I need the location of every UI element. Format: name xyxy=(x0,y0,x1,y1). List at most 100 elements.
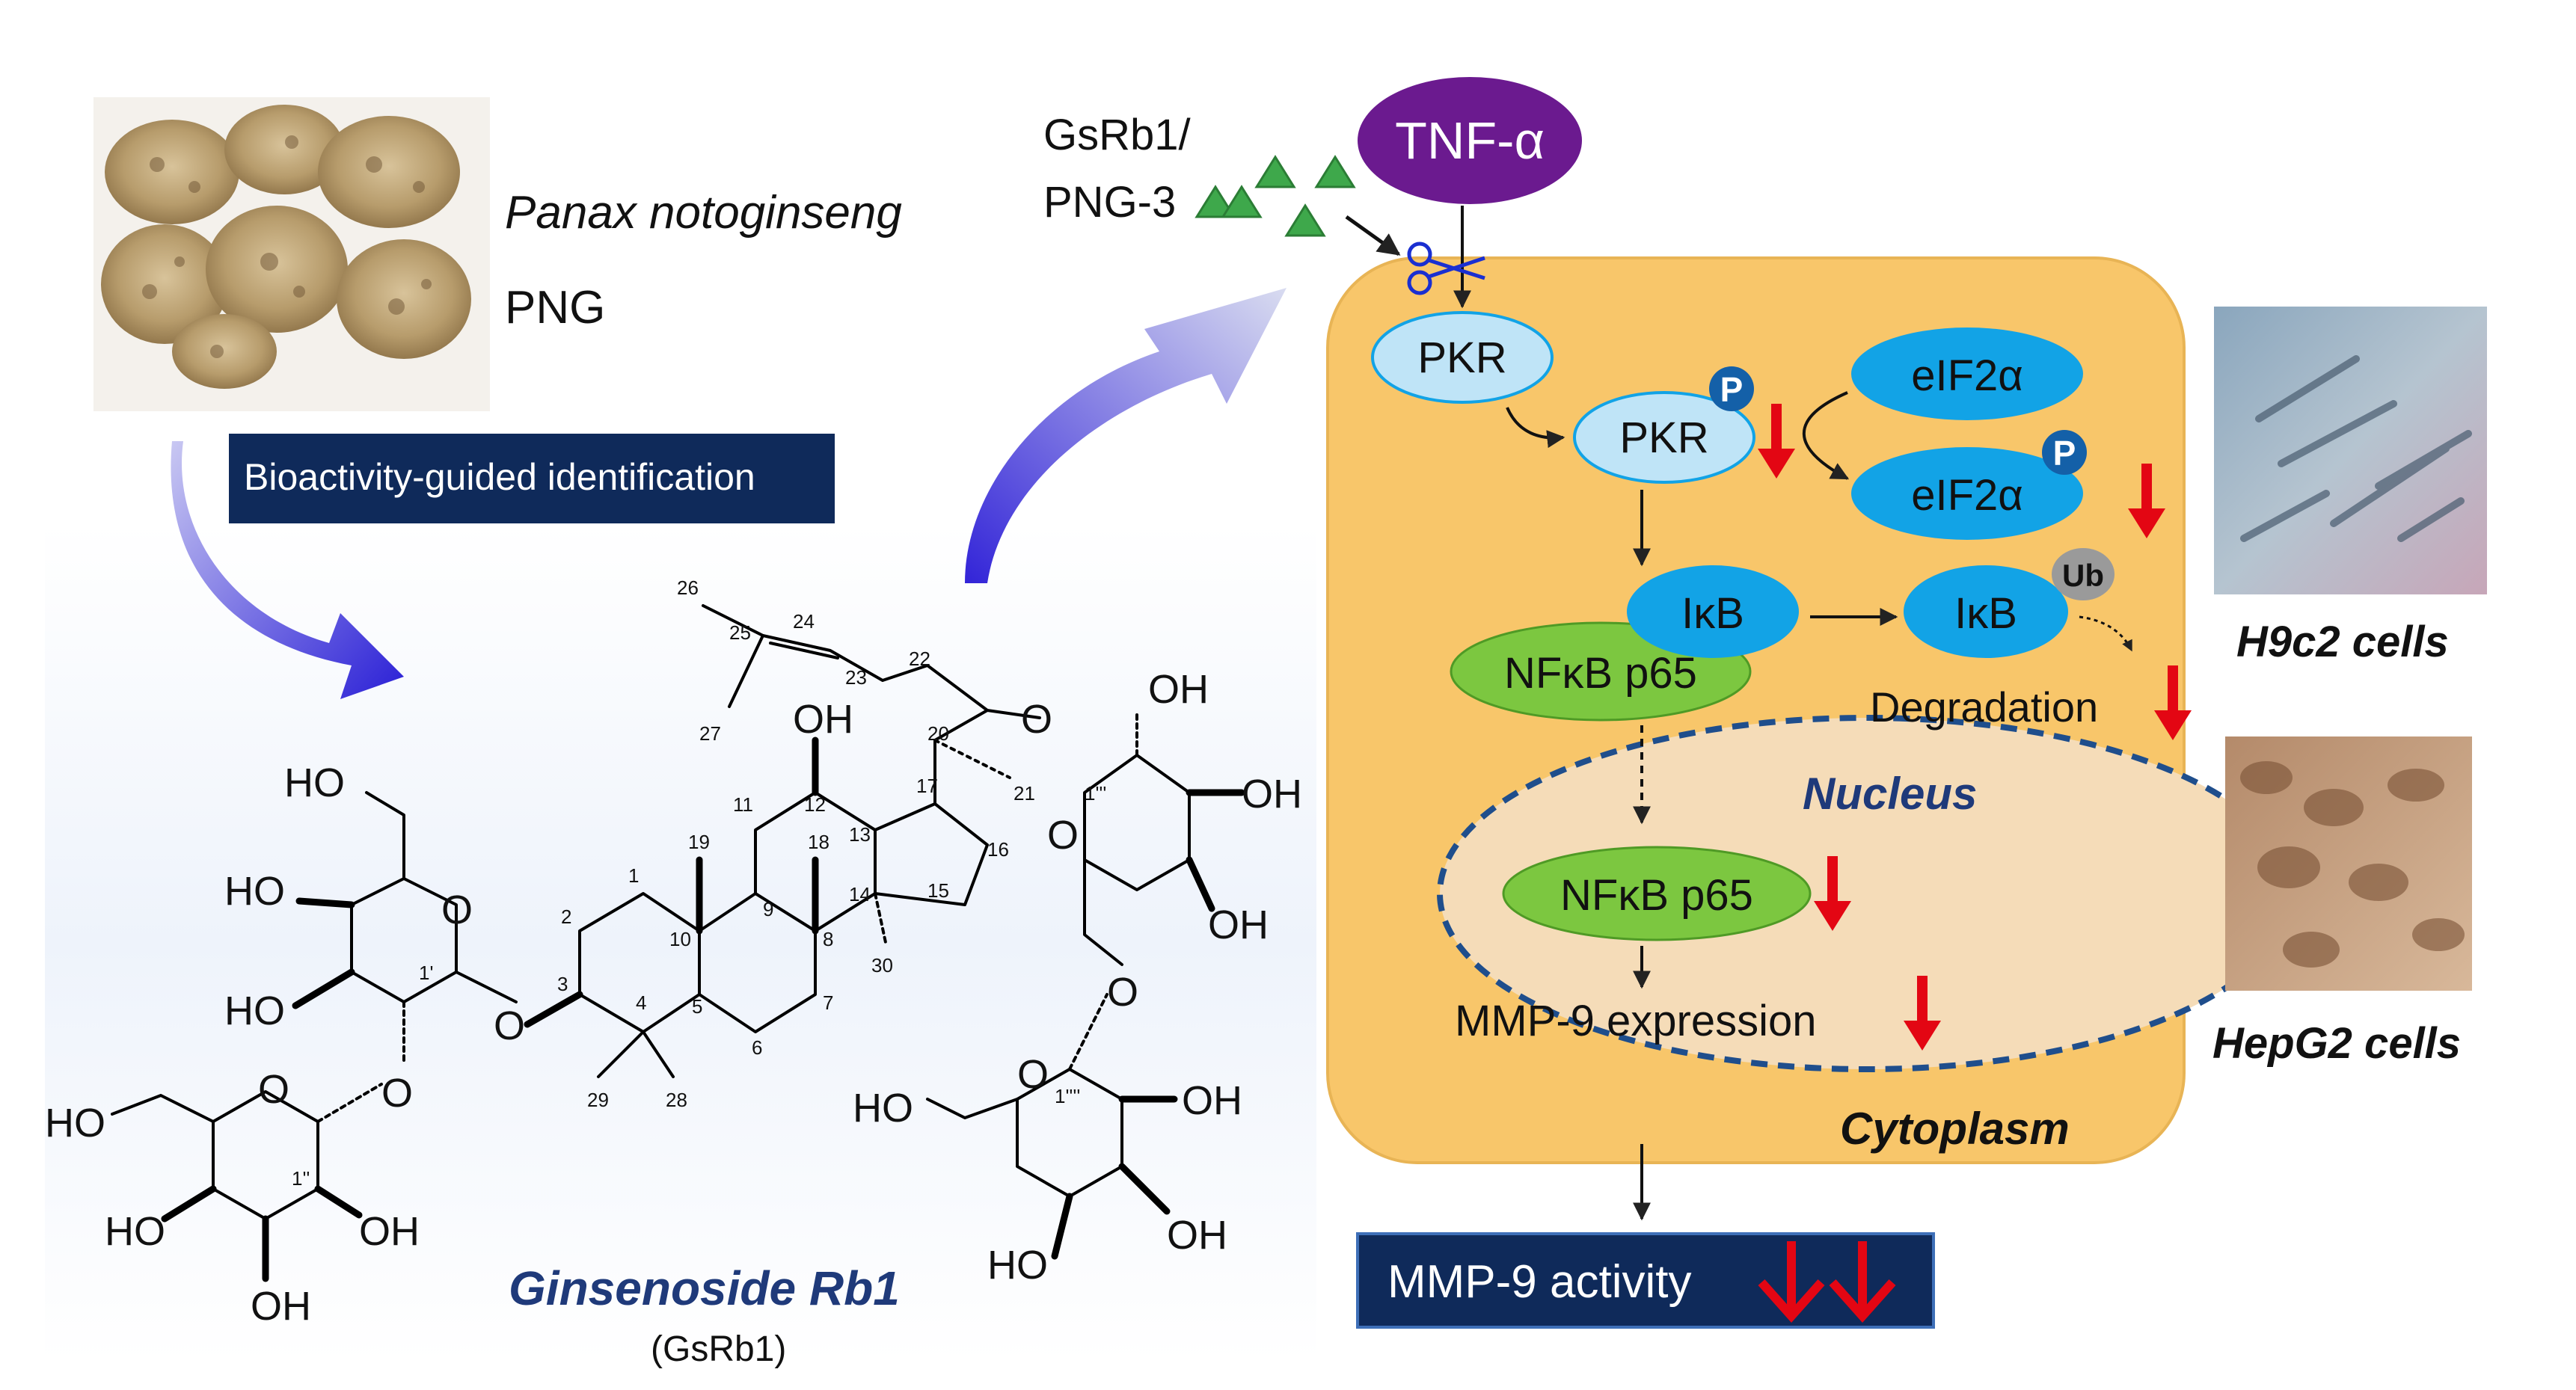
tnf-alpha-oval xyxy=(1358,77,1582,204)
c-num-11: 11 xyxy=(733,793,753,816)
c-num-26: 26 xyxy=(677,576,699,599)
pkr-p-label: PKR xyxy=(1619,413,1708,462)
species-abbr: PNG xyxy=(505,282,605,333)
h9c2-label: H9c2 cells xyxy=(2236,618,2449,666)
down-arrow-icon-pkr xyxy=(1758,404,1795,479)
c-num-1pp: 1'' xyxy=(292,1167,310,1190)
eif2a-p-oval xyxy=(1851,447,2083,540)
c-num-20: 20 xyxy=(927,722,949,745)
oh-c12: OH xyxy=(793,697,853,742)
oh-glc4-c6: HO xyxy=(853,1086,913,1131)
c-num-2: 2 xyxy=(561,905,571,928)
panax-notoginseng-photo xyxy=(93,97,490,411)
gsrb1-triangles xyxy=(1195,155,1356,237)
down-arrow-icon-nfkb xyxy=(1814,856,1851,931)
ring-o-glc3: O xyxy=(1047,813,1079,858)
ring-o-glc1: O xyxy=(441,888,473,932)
hepg2-cells-image xyxy=(2225,736,2472,991)
down-arrow-icons xyxy=(1758,404,2192,1323)
inhibitor-label-1: GsRb1/ xyxy=(1043,111,1192,159)
oh-glc3-c3: OH xyxy=(1242,772,1302,817)
nucleus-label: Nucleus xyxy=(1803,769,1977,819)
flow-arrow-down xyxy=(171,441,404,699)
oh-glc3-c2: OH xyxy=(1148,667,1209,712)
mmp9-expression-label: MMP-9 expression xyxy=(1455,997,1816,1045)
ring-o-c3: O xyxy=(494,1003,525,1048)
bioactivity-box xyxy=(229,434,835,523)
inhibitor-arrow xyxy=(1345,215,1401,256)
mmp9-activity-box xyxy=(1356,1232,1935,1329)
ring-o-glc4: O xyxy=(1017,1052,1049,1097)
c-num-15: 15 xyxy=(927,879,949,902)
down-arrow-icon-mmp9-act-1 xyxy=(1758,1241,1825,1323)
eif2a-phospho-arrow xyxy=(1803,391,1850,480)
oh-glc1-c3: HO xyxy=(224,988,285,1033)
c-num-27: 27 xyxy=(699,722,721,745)
c-num-1ppp: 1''' xyxy=(1085,782,1106,805)
oh-glc2-c4: HO xyxy=(105,1209,165,1254)
ring-o-glc2-link: O xyxy=(381,1071,413,1116)
eif2a-oval xyxy=(1851,327,2083,420)
ginsenoside-rb1-structure xyxy=(111,604,1245,1282)
tnf-alpha-label: TNF-α xyxy=(1395,111,1545,170)
bioactivity-label: Bioactivity-guided identification xyxy=(244,456,755,498)
c-num-25: 25 xyxy=(729,621,751,644)
ring-o-glc2: O xyxy=(258,1067,289,1112)
pkr-phospho-label: P xyxy=(1720,370,1744,409)
nfkb-nuclear-oval xyxy=(1502,846,1812,941)
oh-glc2-c2: OH xyxy=(359,1209,420,1254)
down-arrow-icon-mmp9-act-2 xyxy=(1829,1241,1896,1323)
c-num-1p: 1' xyxy=(419,962,433,984)
c-num-7: 7 xyxy=(823,991,833,1014)
inhibitor-label-2: PNG-3 xyxy=(1043,178,1176,227)
oh-glc3-c4: OH xyxy=(1208,902,1269,947)
oh-glc4-c2: OH xyxy=(1182,1078,1242,1123)
c-num-13: 13 xyxy=(849,823,871,846)
c-num-21: 21 xyxy=(1013,782,1035,805)
oh-glc2-c3: OH xyxy=(251,1284,311,1329)
oh-glc4-c3: OH xyxy=(1167,1213,1227,1258)
ring-o-c20: O xyxy=(1021,697,1052,742)
ubiquitin-badge xyxy=(2052,548,2115,600)
pkr-oval xyxy=(1371,311,1554,404)
pkr-label: PKR xyxy=(1417,333,1506,382)
c-num-19: 19 xyxy=(688,831,710,853)
pkr-p-oval xyxy=(1573,391,1755,484)
ikb-ub-oval xyxy=(1904,565,2068,658)
pkr-phospho-arrow xyxy=(1506,407,1565,449)
eif2a-p-label: eIF2α xyxy=(1911,471,2023,520)
ikb-oval xyxy=(1627,565,1799,658)
oh-glc1-c4: HO xyxy=(224,869,285,914)
compound-name: Ginsenoside Rb1 xyxy=(509,1261,900,1315)
c-num-30: 30 xyxy=(871,954,893,977)
c-num-22: 22 xyxy=(909,648,930,670)
c-num-28: 28 xyxy=(666,1089,687,1111)
oh-glc4-c4: HO xyxy=(987,1243,1048,1288)
c-num-9: 9 xyxy=(763,898,773,920)
c-num-10: 10 xyxy=(669,928,691,950)
ring-o-glc4-link: O xyxy=(1107,970,1138,1015)
nfkb-nuclear-label: NFκB p65 xyxy=(1560,871,1753,920)
oh-glc2-c6: HO xyxy=(45,1101,105,1145)
scissors-icon xyxy=(1407,242,1485,295)
c-num-16: 16 xyxy=(987,838,1009,861)
compound-abbr: (GsRb1) xyxy=(651,1329,786,1369)
ikb-label: IκB xyxy=(1681,589,1744,638)
oh-glc1-c6: HO xyxy=(284,760,345,805)
c-num-23: 23 xyxy=(845,666,867,689)
mmp9-activity-label: MMP-9 activity xyxy=(1387,1256,1691,1308)
c-num-8: 8 xyxy=(823,928,833,950)
flow-arrow-up xyxy=(965,288,1287,583)
eif2a-phospho-badge xyxy=(2042,430,2087,475)
c-num-5: 5 xyxy=(692,995,702,1018)
c-num-12: 12 xyxy=(804,793,826,816)
hepg2-label: HepG2 cells xyxy=(2212,1019,2461,1068)
degradation-label: Degradation xyxy=(1870,683,2098,731)
down-arrow-icon-eif2a xyxy=(2128,464,2165,538)
ikb-ub-label: IκB xyxy=(1954,589,2017,638)
c-num-24: 24 xyxy=(793,610,815,633)
species-name: Panax notoginseng xyxy=(505,187,902,239)
c-num-14: 14 xyxy=(849,883,871,905)
